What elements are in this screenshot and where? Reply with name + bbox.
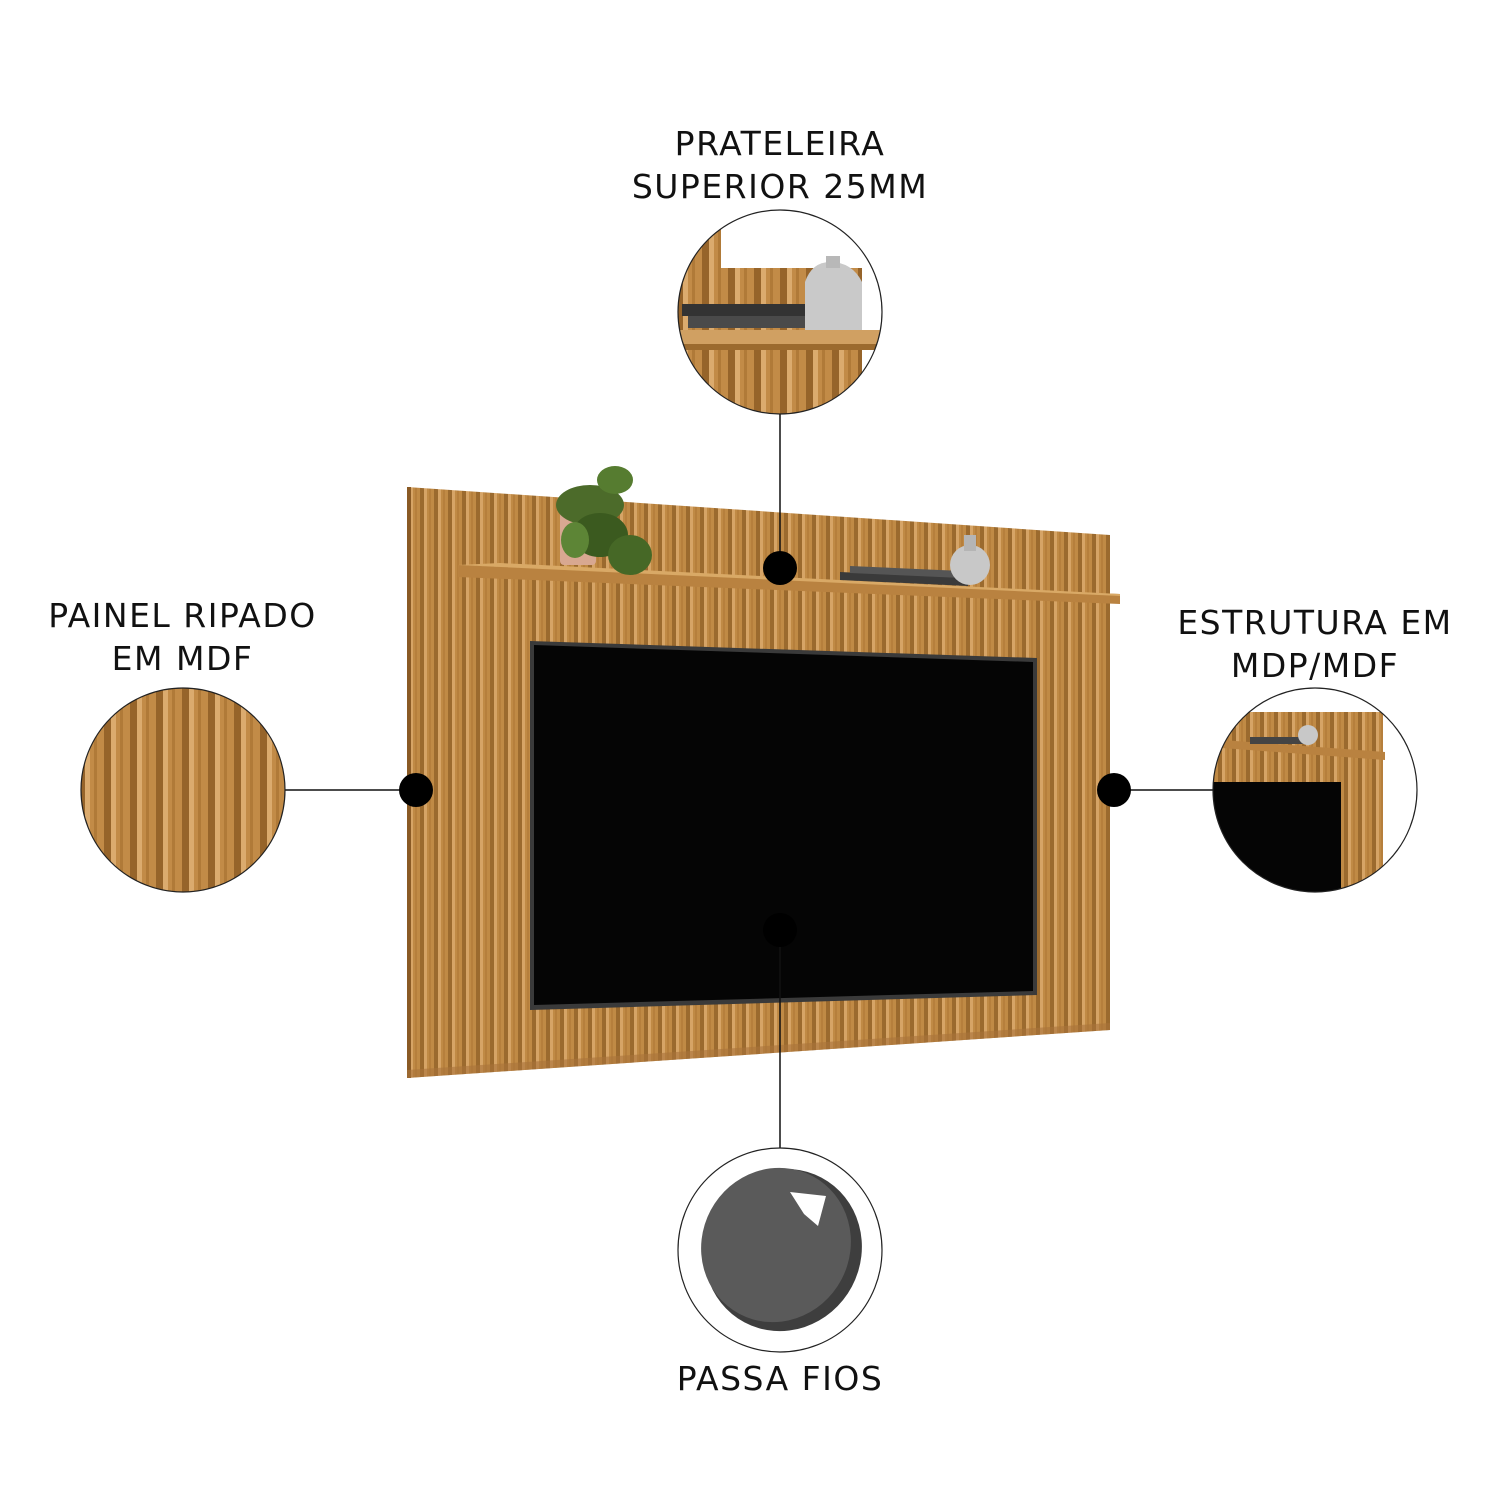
structure-label-line2: MDP/MDF <box>1230 646 1400 685</box>
tv-screen <box>534 645 1033 1005</box>
panel-label-line2: EM MDF <box>111 639 254 678</box>
black-dot-marker-icon <box>763 551 797 585</box>
panel-detail-circle <box>80 687 286 893</box>
shelf-label-line1: PRATELEIRA <box>674 124 886 163</box>
grommet-detail-circle <box>677 1147 883 1353</box>
panel-label-line1: PAINEL RIPADO <box>48 596 317 635</box>
structure-label-line1: ESTRUTURA EM <box>1177 603 1453 642</box>
callout-lines <box>285 414 1213 1148</box>
grommet-callout-label: PASSA FIOS <box>620 1357 940 1400</box>
television <box>530 641 1037 1010</box>
black-dot-marker-icon <box>1097 773 1131 807</box>
black-dot-marker-icon <box>399 773 433 807</box>
shelf-label-line2: SUPERIOR 25MM <box>631 167 929 206</box>
panel-bottom-shadow <box>407 1023 1110 1078</box>
potted-plant-icon <box>556 466 652 575</box>
shelf-callout-label: PRATELEIRA SUPERIOR 25MM <box>580 122 980 208</box>
panel-callout-label: PAINEL RIPADO EM MDF <box>40 594 325 680</box>
ceramic-vase-icon <box>950 535 990 585</box>
structure-callout-label: ESTRUTURA EM MDP/MDF <box>1175 601 1455 687</box>
grommet-label-line1: PASSA FIOS <box>676 1359 884 1398</box>
black-dot-marker-icon <box>763 913 797 947</box>
structure-detail-circle <box>1212 687 1418 893</box>
stacked-books-icon <box>840 566 968 586</box>
shelf-detail-circle <box>677 209 883 415</box>
